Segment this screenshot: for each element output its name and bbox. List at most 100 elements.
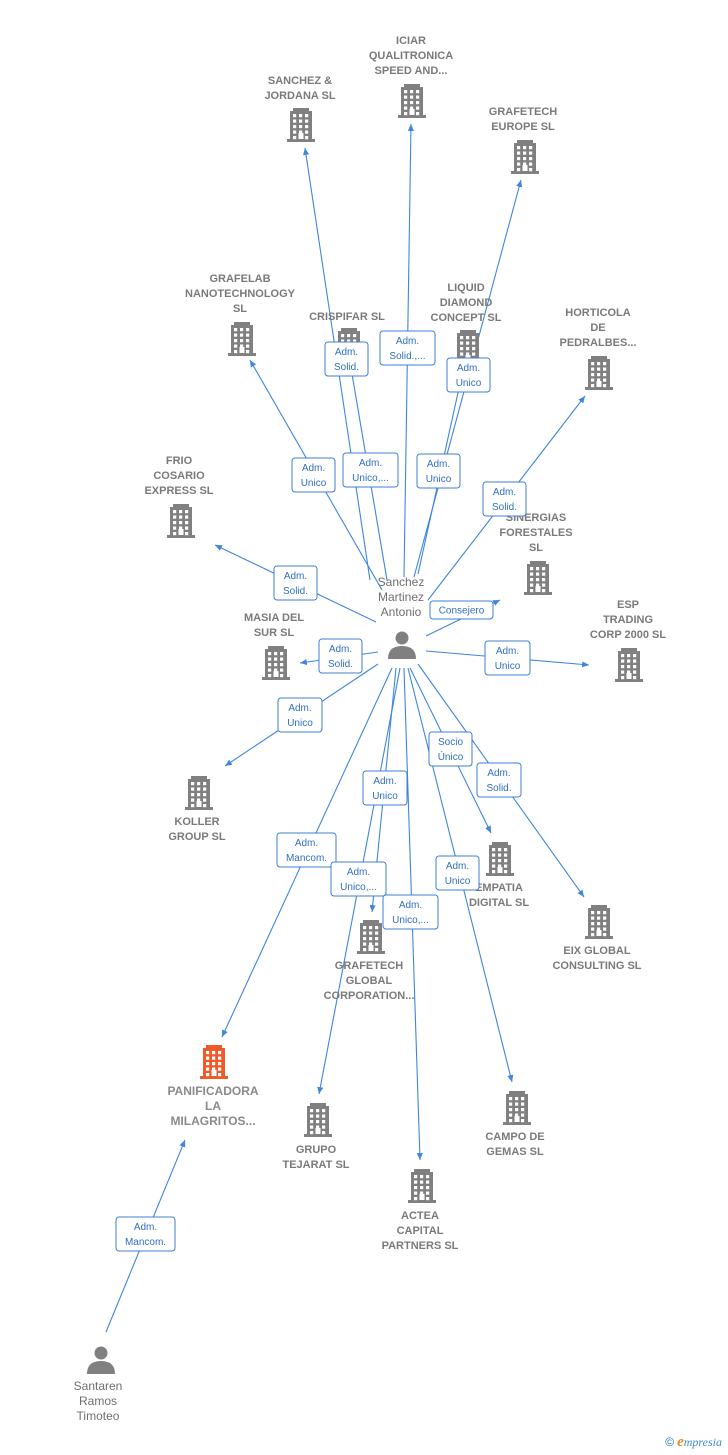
company-label: CONSULTING SL [552,960,641,972]
relation-label-horticola[interactable]: Adm.Solid. [482,481,527,517]
relation-box [318,638,363,674]
relation-label-grafelab[interactable]: Adm.Unico [291,457,336,493]
relation-box [484,640,531,676]
company-label: DIAMOND [440,297,493,309]
company-node-panificadora[interactable]: PANIFICADORALAMILAGRITOS... [167,1045,259,1128]
company-label: FRIO [166,455,193,467]
company-label: CONCEPT SL [431,312,502,324]
empresia-brand[interactable]: ©empresia [665,1434,722,1451]
building-icon [357,920,385,954]
brand-initial: e [677,1434,684,1450]
relation-box [476,762,522,798]
relation-label-actea[interactable]: Adm.Unico,... [382,894,439,930]
relation-text: Solid. [334,362,359,373]
company-node-sanchez_jordana[interactable]: SANCHEZ & JORDANA SL [264,75,336,142]
relation-text: Unico [495,661,521,672]
company-label: CRISPIFAR SL [309,311,385,323]
relation-label-crispifar[interactable]: Adm.Unico,... [342,452,399,488]
relation-box [428,731,473,767]
company-label: PEDRALBES... [559,337,636,349]
relation-text: Adm. [347,867,370,878]
company-label: GRUPO [296,1144,337,1156]
relation-text: Consejero [439,606,485,617]
relation-text: Unico,... [340,882,377,893]
building-icon [304,1103,332,1137]
building-icon [585,905,613,939]
relation-text: Mancom. [286,853,327,864]
company-label: ESP [617,599,639,611]
relation-label-panificadora[interactable]: Adm. Mancom. [276,832,337,868]
relation-text: Unico [301,478,327,489]
building-icon [398,84,426,118]
company-label: CAMPO DE [485,1131,544,1143]
nodes-layer: SANCHEZ & JORDANA SL ICIARQUALITRONICASPEE… [74,35,667,1423]
relation-text: Adm. [427,459,450,470]
company-label: SL [529,542,543,554]
company-label: SANCHEZ & [268,75,332,87]
person-label: Ramos [79,1394,117,1408]
company-label: GRAFETECH [489,106,558,118]
relation-label-frio[interactable]: Adm.Solid. [273,565,318,601]
company-label: EMPATIA [475,882,523,894]
company-node-horticola[interactable]: HORTICOLADEPEDRALBES... [559,307,637,390]
relation-label-koller[interactable]: Adm.Unico [277,697,323,733]
relation-label-iciar[interactable]: Adm.Solid.,... [379,330,436,366]
relation-label-esp[interactable]: Adm.Unico [484,640,531,676]
relation-label-grafetech_global[interactable]: Adm.Unico [362,770,408,806]
company-label: EXPRESS SL [144,485,213,497]
company-label: JORDANA SL [264,90,335,102]
relation-text: Adm. [335,347,358,358]
relation-box [429,600,494,620]
relation-box [416,453,461,489]
relation-label-sinergias[interactable]: Consejero [429,600,494,620]
relation-box [115,1216,176,1252]
relation-label-campo[interactable]: Adm.Unico [435,855,480,891]
relation-label-grupo_tejarat[interactable]: Adm. Unico,... [330,861,387,897]
person-label: Timoteo [77,1409,120,1423]
relation-box [379,330,436,366]
relation-text: Adm. [446,861,469,872]
relation-box [382,894,439,930]
company-label: CAPITAL [397,1225,444,1237]
company-label: LA [205,1099,221,1113]
relation-label-sanchez_jordana[interactable]: Adm. Solid. [324,341,369,377]
relation-box [291,457,336,493]
company-label: SPEED AND... [375,65,448,77]
building-icon [287,108,315,142]
company-node-grafetech_global[interactable]: GRAFETECHGLOBALCORPORATION... [324,920,415,1002]
relation-label-grafetech_europe[interactable]: Adm.Unico [446,357,491,393]
person-icon [87,1346,115,1374]
building-icon [185,776,213,810]
relation-text: Adm. [295,838,318,849]
relation-label-masia[interactable]: Adm.Solid. [318,638,363,674]
relation-box [277,697,323,733]
company-label: DE [590,322,605,334]
relation-text: Adm. [457,363,480,374]
relation-box [324,341,369,377]
person-label: Martinez [378,590,424,604]
relation-text: Mancom. [125,1237,166,1248]
relation-label-panificadora-santaren[interactable]: Adm.Mancom. [115,1216,176,1252]
relation-box [446,357,491,393]
relation-label-eix[interactable]: Adm.Solid. [476,762,522,798]
relation-text: Unico [426,474,452,485]
relation-label-liquid[interactable]: Adm. Unico [416,453,461,489]
